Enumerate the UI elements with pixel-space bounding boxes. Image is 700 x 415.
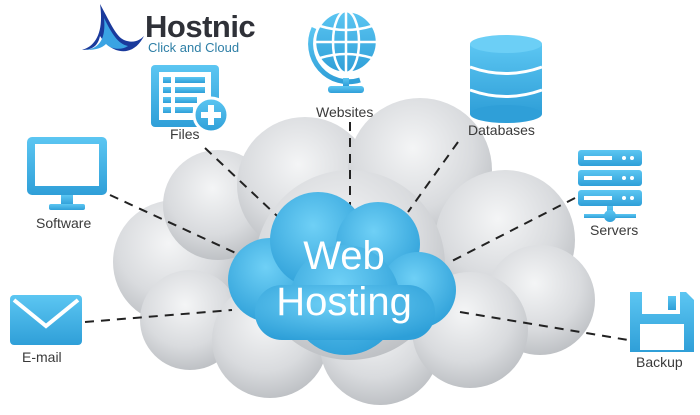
files-document-icon: [151, 65, 230, 134]
center-title-line1: Web: [303, 234, 385, 278]
connector-servers: [449, 197, 576, 263]
database-icon: [469, 35, 543, 123]
globe-icon: [308, 9, 379, 93]
label-software: Software: [36, 215, 92, 231]
center-cloud: [228, 192, 456, 355]
envelope-icon: [10, 295, 82, 345]
label-servers: Servers: [590, 222, 639, 238]
connector-email: [84, 309, 233, 323]
brand-name: Hostnic: [145, 9, 256, 44]
label-databases: Databases: [468, 122, 535, 138]
brand-tagline: Click and Cloud: [148, 40, 240, 55]
label-websites: Websites: [316, 104, 374, 120]
logo-swoosh-icon: [82, 4, 144, 52]
label-email: E-mail: [22, 349, 62, 365]
floppy-disk-icon: [630, 292, 694, 352]
center-title-line2: Hosting: [276, 280, 412, 324]
servers-rack-icon: [578, 150, 642, 222]
connector-databases: [407, 141, 459, 213]
connector-software: [109, 194, 241, 256]
connector-backup: [459, 311, 629, 341]
label-backup: Backup: [636, 354, 683, 370]
monitor-icon: [27, 137, 107, 210]
label-files: Files: [170, 126, 200, 142]
